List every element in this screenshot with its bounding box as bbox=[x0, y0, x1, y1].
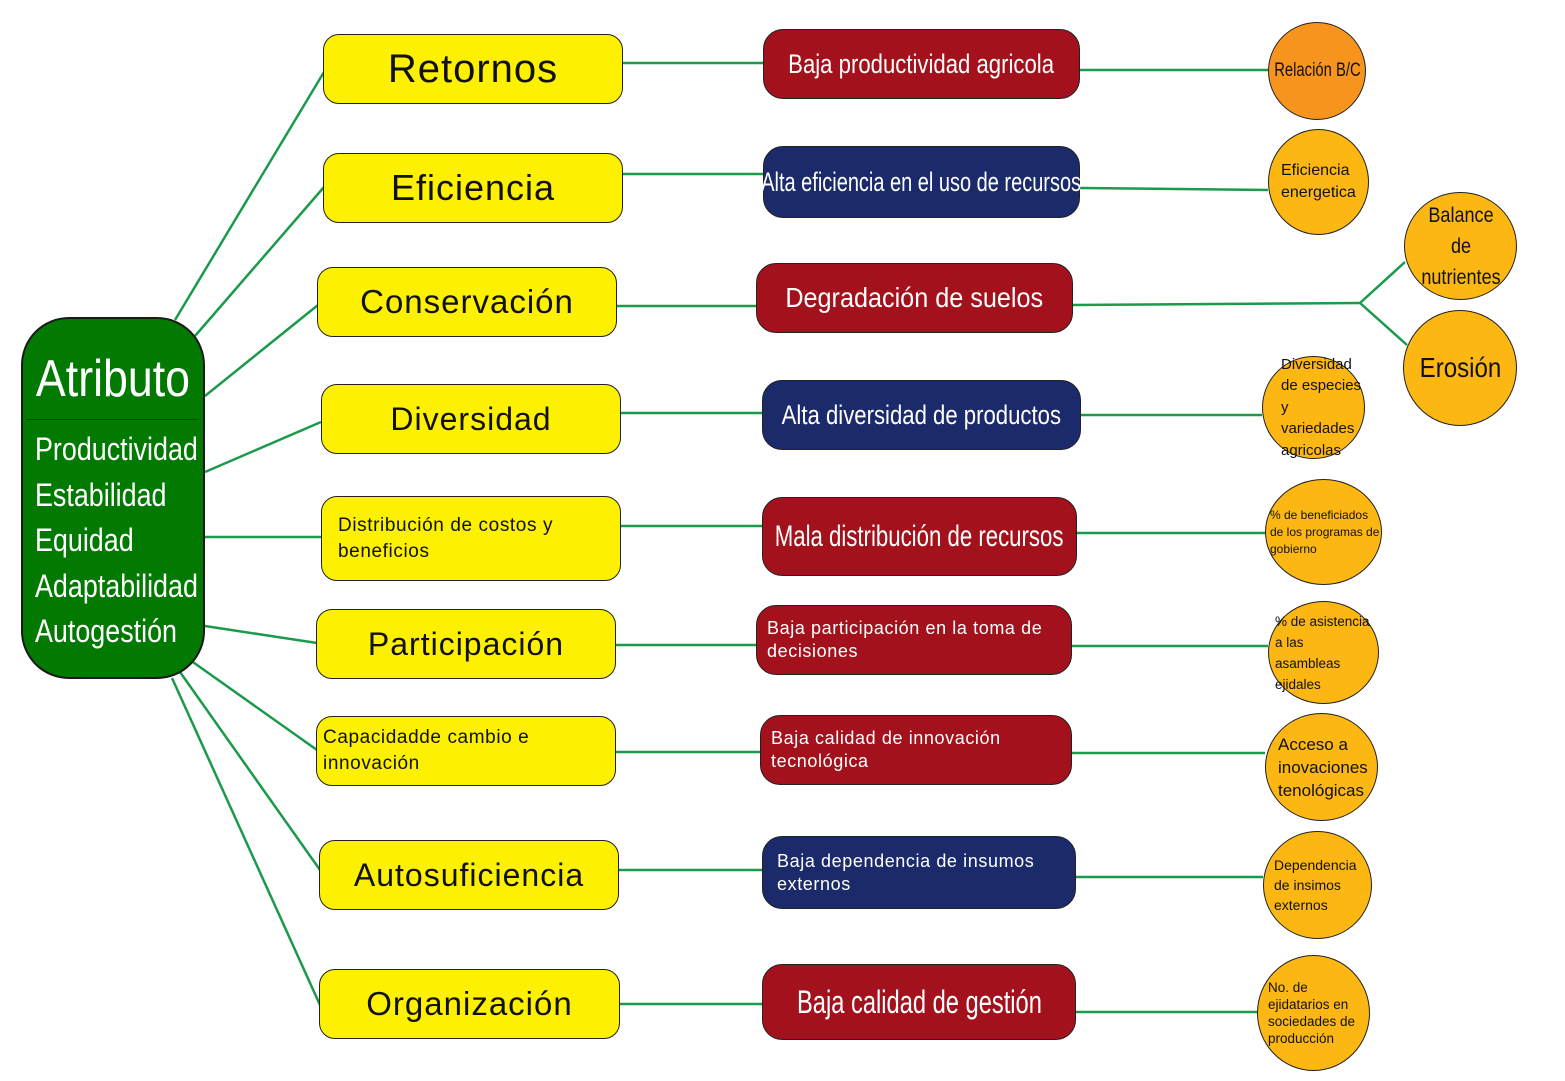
root-item: Productividad bbox=[35, 431, 198, 467]
indicator-label: Alta eficiencia en el uso de recursos bbox=[761, 166, 1082, 197]
criterion-eficiencia-energetica: Eficiencia energetica bbox=[1268, 129, 1369, 235]
attribute-capacidad-cambio: Capacidadde cambio e innovación bbox=[316, 716, 616, 786]
criterion-asistencia: % de asistencia a las asambleas ejidales bbox=[1268, 601, 1379, 704]
root-item: Equidad bbox=[35, 522, 134, 558]
criterion-label: Diversidad de especies y variedades agri… bbox=[1281, 355, 1362, 459]
criterion-label: Eficiencia energetica bbox=[1281, 162, 1356, 201]
criterion-dependencia-insumos: Dependencia de insimos externos bbox=[1263, 831, 1372, 939]
attribute-autosuficiencia: Autosuficiencia bbox=[319, 840, 619, 910]
indicator-degradacion: Degradación de suelos bbox=[756, 263, 1073, 333]
attribute-diversidad: Diversidad bbox=[321, 384, 621, 454]
indicator-eficiencia: Alta eficiencia en el uso de recursos bbox=[761, 146, 1082, 218]
criterion-label: Balance de nutrientes bbox=[1420, 203, 1501, 289]
indicator-label: Degradación de suelos bbox=[785, 282, 1044, 313]
criterion-acceso-innovaciones: Acceso a inovaciones tenológicas bbox=[1265, 713, 1378, 821]
criterion-diversidad-especies: Diversidad de especies y variedades agri… bbox=[1262, 356, 1365, 459]
root-title: Atributo bbox=[35, 350, 191, 408]
criterion-label: % de beneficiados de los programas de go… bbox=[1270, 507, 1380, 556]
root-attribute-node: Atributo Productividad Estabilidad Equid… bbox=[21, 317, 205, 679]
criterion-ejidatarios: No. de ejidatarios en sociedades de prod… bbox=[1257, 955, 1370, 1071]
attribute-retornos: Retornos bbox=[323, 34, 623, 104]
indicator-gestion: Baja calidad de gestión bbox=[762, 964, 1076, 1040]
root-item: Estabilidad bbox=[35, 476, 167, 513]
criterion-label: % de asistencia a las asambleas ejidales bbox=[1275, 613, 1370, 692]
attribute-eficiencia: Eficiencia bbox=[323, 153, 623, 223]
criterion-label: Relación B/C bbox=[1273, 60, 1361, 81]
attribute-organizacion: Organización bbox=[319, 969, 620, 1039]
attribute-distribucion: Distribución de costos y beneficios bbox=[321, 496, 621, 581]
root-divider bbox=[27, 419, 199, 420]
attribute-participacion: Participación bbox=[316, 609, 616, 679]
indicator-label: Mala distribución de recursos bbox=[775, 519, 1064, 553]
root-attribute-list: Productividad Estabilidad Equidad Adapta… bbox=[35, 427, 229, 655]
indicator-label: Alta diversidad de productos bbox=[781, 399, 1062, 430]
criterion-relacion-bc: Relación B/C bbox=[1268, 22, 1366, 120]
indicator-participacion: Baja participación en la toma de decisio… bbox=[756, 605, 1072, 675]
criterion-label: Dependencia de insimos externos bbox=[1274, 857, 1357, 913]
root-item: Autogestión bbox=[35, 613, 177, 649]
indicator-innovacion: Baja calidad de innovación tecnológica bbox=[760, 715, 1072, 785]
criterion-label: Acceso a inovaciones tenológicas bbox=[1278, 734, 1368, 800]
indicator-diversidad: Alta diversidad de productos bbox=[762, 380, 1081, 450]
criterion-label: Erosión bbox=[1419, 352, 1501, 383]
indicator-label: Baja productividad agricola bbox=[788, 48, 1055, 79]
indicator-distribucion: Mala distribución de recursos bbox=[762, 497, 1077, 576]
criterion-beneficiados: % de beneficiados de los programas de go… bbox=[1265, 479, 1382, 585]
criterion-erosion: Erosión bbox=[1403, 310, 1517, 426]
criterion-balance-nutrientes: Balance de nutrientes bbox=[1404, 192, 1517, 300]
attribute-conservacion: Conservación bbox=[317, 267, 617, 337]
indicator-productividad: Baja productividad agricola bbox=[763, 29, 1080, 99]
root-item: Adaptabilidad bbox=[35, 567, 198, 604]
criterion-label: No. de ejidatarios en sociedades de prod… bbox=[1268, 980, 1356, 1046]
indicator-dependencia: Baja dependencia de insumos externos bbox=[762, 836, 1076, 909]
indicator-label: Baja calidad de gestión bbox=[796, 983, 1042, 1020]
